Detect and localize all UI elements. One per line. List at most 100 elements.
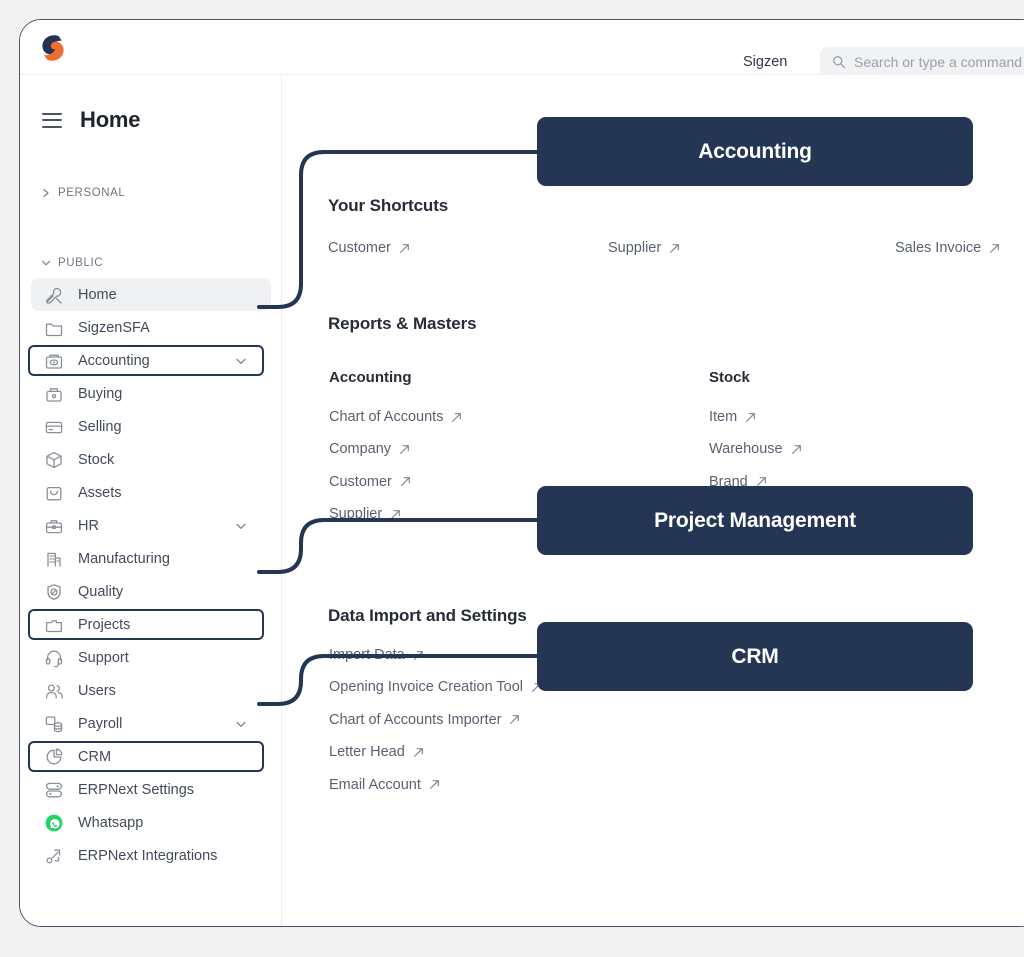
- link-label: Company: [329, 441, 392, 458]
- box-icon: [46, 451, 62, 468]
- global-search-box[interactable]: [820, 47, 1024, 77]
- callout-project-management: Project Management: [537, 486, 973, 555]
- application-window: Sigzen Home PERSONAL PUBLIC Hom: [19, 19, 1024, 927]
- sidebar-section-personal[interactable]: PERSONAL: [41, 187, 125, 199]
- link-warehouse[interactable]: Warehouse: [709, 441, 802, 457]
- sidebar-item-label: Manufacturing: [78, 550, 170, 567]
- sidebar-item-label: Selling: [78, 418, 122, 435]
- sidebar-item-label: Stock: [78, 451, 115, 468]
- sidebar-item-support[interactable]: Support: [31, 641, 271, 674]
- link-email-account[interactable]: Email Account: [329, 777, 440, 793]
- external-link-icon: [400, 445, 409, 454]
- shield-check-icon: [47, 583, 61, 600]
- shortcut-link-customer[interactable]: Customer: [328, 240, 410, 256]
- link-customer[interactable]: Customer: [329, 474, 411, 490]
- sidebar-item-label: Assets: [78, 484, 122, 501]
- page-title: Home: [80, 107, 141, 132]
- chevron-down-icon[interactable]: [235, 520, 247, 532]
- sidebar-item-erpnext-integrations[interactable]: ERPNext Integrations: [31, 839, 271, 872]
- sidebar-item-label: Accounting: [78, 352, 150, 369]
- sidebar-item-home[interactable]: Home: [31, 278, 271, 311]
- external-link-icon: [791, 445, 801, 454]
- external-link-icon: [399, 243, 409, 253]
- link-label: Supplier: [329, 506, 383, 523]
- link-opening-invoice-creation-tool[interactable]: Opening Invoice Creation Tool: [329, 679, 542, 695]
- sidebar-item-label: Whatsapp: [78, 814, 144, 831]
- link-supplier[interactable]: Supplier: [329, 506, 401, 522]
- sidebar-item-sigzensfa[interactable]: SigzenSFA: [31, 311, 271, 344]
- basket-icon: [46, 387, 62, 402]
- bag-icon: [46, 486, 62, 500]
- sidebar-item-buying[interactable]: Buying: [31, 377, 271, 410]
- sigzen-s-logo[interactable]: [37, 32, 69, 64]
- shortcut-link-sales-invoice[interactable]: Sales Invoice: [895, 240, 1000, 256]
- external-link-icon: [391, 509, 401, 519]
- chevron-right-icon: [43, 188, 49, 198]
- pie-chart-icon: [46, 748, 63, 764]
- search-icon: [833, 56, 846, 69]
- link-company[interactable]: Company: [329, 441, 410, 457]
- reports-column-title-accounting: Accounting: [329, 369, 412, 386]
- sidebar-item-quality[interactable]: Quality: [31, 575, 271, 608]
- link-label: Customer: [328, 240, 391, 256]
- link-label: Brand: [709, 473, 748, 490]
- callout-crm: CRM: [537, 622, 973, 691]
- sidebar-item-label: SigzenSFA: [78, 319, 150, 336]
- reports-heading: Reports & Masters: [328, 314, 477, 333]
- sidebar-item-assets[interactable]: Assets: [31, 476, 271, 509]
- chevron-down-icon[interactable]: [235, 355, 247, 367]
- callout-accounting: Accounting: [537, 117, 973, 186]
- external-link-icon: [756, 477, 766, 487]
- link-label: Chart of Accounts: [329, 409, 444, 425]
- card-icon: [45, 421, 63, 433]
- sidebar-item-label: HR: [78, 517, 99, 534]
- folder-icon: [45, 323, 63, 336]
- shortcut-link-supplier[interactable]: Supplier: [608, 240, 680, 256]
- sidebar-item-whatsapp[interactable]: Whatsapp: [31, 806, 271, 839]
- reports-column-title-stock: Stock: [709, 369, 750, 386]
- link-chart-of-accounts[interactable]: Chart of Accounts: [329, 409, 462, 425]
- sidebar-item-payroll[interactable]: Payroll: [31, 707, 271, 740]
- chevron-down-icon: [41, 260, 51, 266]
- link-label: Supplier: [608, 240, 662, 256]
- link-brand[interactable]: Brand: [709, 474, 767, 490]
- shortcuts-heading: Your Shortcuts: [328, 196, 449, 215]
- sidebar-item-projects[interactable]: Projects: [28, 608, 271, 641]
- link-letter-head[interactable]: Letter Head: [329, 744, 424, 760]
- sidebar-item-selling[interactable]: Selling: [31, 410, 271, 443]
- link-label: Email Account: [329, 776, 421, 793]
- sidebar-item-erpnext-settings[interactable]: ERPNext Settings: [31, 773, 271, 806]
- link-import-data[interactable]: Import Data: [329, 647, 424, 663]
- sidebar-item-accounting[interactable]: Accounting: [28, 344, 271, 377]
- link-item[interactable]: Item: [709, 409, 756, 425]
- sidebar-item-label: Payroll: [78, 715, 123, 732]
- database-icon: [45, 715, 63, 732]
- link-chart-of-accounts-importer[interactable]: Chart of Accounts Importer: [329, 712, 520, 728]
- page-header: Home: [42, 107, 141, 133]
- sidebar-item-hr[interactable]: HR: [31, 509, 271, 542]
- sidebar-section-public[interactable]: PUBLIC: [41, 257, 103, 269]
- hamburger-icon[interactable]: [42, 112, 62, 128]
- link-label: Sales Invoice: [895, 240, 982, 256]
- link-label: Warehouse: [709, 441, 783, 458]
- organization-name[interactable]: Sigzen: [743, 54, 788, 70]
- sidebar-item-label: ERPNext Settings: [78, 781, 195, 798]
- briefcase-icon: [45, 519, 63, 533]
- sidebar-item-label: Buying: [78, 385, 123, 402]
- link-label: Opening Invoice Creation Tool: [329, 679, 523, 696]
- sidebar-item-stock[interactable]: Stock: [31, 443, 271, 476]
- folder-open-icon: [45, 619, 63, 632]
- sidebar-item-manufacturing[interactable]: Manufacturing: [31, 542, 271, 575]
- chevron-down-icon[interactable]: [235, 718, 247, 730]
- sidebar-item-crm[interactable]: CRM: [28, 740, 271, 773]
- eye-box-icon: [45, 354, 63, 369]
- external-link-icon: [400, 477, 410, 487]
- sidebar-item-label: ERPNext Integrations: [78, 847, 218, 864]
- sidebar-item-label: CRM: [78, 748, 112, 765]
- integrations-icon: [46, 849, 61, 863]
- external-link-icon: [413, 747, 423, 757]
- search-input[interactable]: [854, 47, 1024, 77]
- sidebar-item-label: Support: [78, 649, 129, 666]
- sidebar-item-users[interactable]: Users: [31, 674, 271, 707]
